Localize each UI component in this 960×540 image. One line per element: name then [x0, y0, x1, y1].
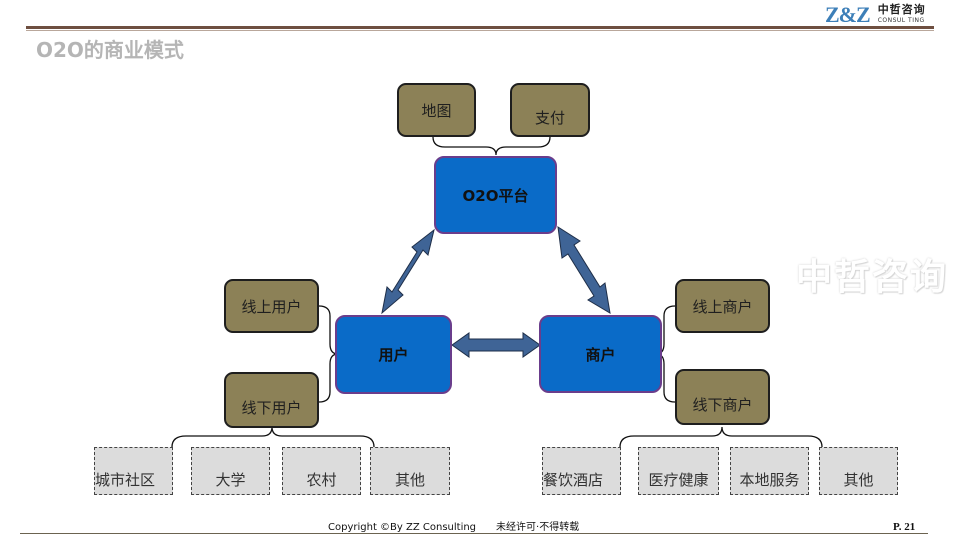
category-university: 大学	[191, 447, 270, 495]
arrow-user-merchant	[451, 332, 541, 358]
brace-user-categories	[171, 426, 375, 448]
category-healthcare: 医疗健康	[638, 447, 719, 495]
category-city-community: 城市社区	[94, 447, 173, 495]
node-user: 用户	[335, 315, 452, 394]
node-payment: 支付	[510, 83, 590, 137]
page-number: P. 21	[893, 521, 916, 533]
node-offline-user: 线下用户	[224, 372, 319, 428]
category-local-services: 本地服务	[730, 447, 809, 495]
category-rural: 农村	[282, 447, 361, 495]
logo-mark: Z&Z	[825, 2, 871, 27]
arrow-platform-user	[381, 228, 435, 315]
node-online-merchant: 线上商户	[675, 279, 770, 333]
header-divider	[26, 26, 934, 29]
brace-platform-supports	[432, 136, 551, 156]
company-logo: Z&Z 中哲咨询 CONSUL TING	[825, 2, 926, 26]
copyright-notice: 未经许可·不得转载	[496, 522, 580, 533]
watermark: 中哲咨询	[796, 257, 949, 298]
node-online-user: 线上用户	[224, 279, 319, 333]
node-merchant: 商户	[539, 315, 662, 393]
brace-merchant-categories	[619, 426, 823, 448]
arrow-platform-merchant	[557, 226, 611, 314]
logo-chinese-name: 中哲咨询	[877, 3, 926, 16]
category-catering-hotel: 餐饮酒店	[542, 447, 621, 495]
footer-divider	[20, 533, 928, 534]
category-user-other: 其他	[370, 447, 450, 495]
logo-english-name: CONSUL TING	[877, 17, 925, 24]
node-o2o-platform: O2O平台	[434, 156, 557, 234]
header-divider-thin	[26, 30, 934, 31]
node-map: 地图	[397, 83, 476, 137]
category-merchant-other: 其他	[819, 447, 898, 495]
slide-title: O2O的商业模式	[36, 38, 184, 62]
node-offline-merchant: 线下商户	[675, 369, 770, 425]
